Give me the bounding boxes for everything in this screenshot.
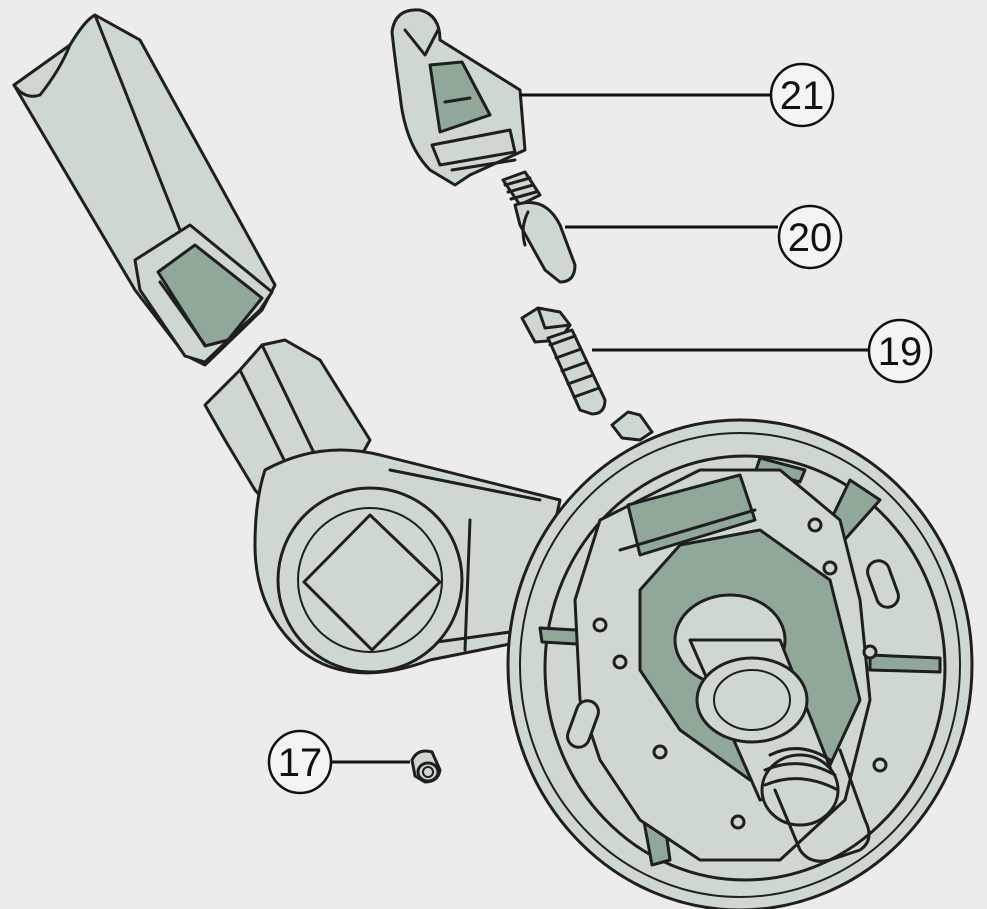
callout-20: 20 <box>777 204 843 270</box>
callout-19-label: 19 <box>878 330 923 374</box>
part-21-clip <box>390 8 527 187</box>
drum-disk <box>506 410 974 909</box>
callout-17-label: 17 <box>278 741 323 785</box>
handle-arm <box>203 338 562 675</box>
callout-20-label: 20 <box>788 216 833 260</box>
callout-19: 19 <box>867 318 933 384</box>
callout-17: 17 <box>267 729 333 795</box>
callout-21-label: 21 <box>780 74 825 118</box>
part-19-bolt <box>520 306 607 416</box>
callout-21: 21 <box>769 62 835 128</box>
part-20-spring-tab <box>501 170 577 284</box>
handle-tube-upper <box>12 13 277 367</box>
part-17-stud <box>410 749 442 784</box>
